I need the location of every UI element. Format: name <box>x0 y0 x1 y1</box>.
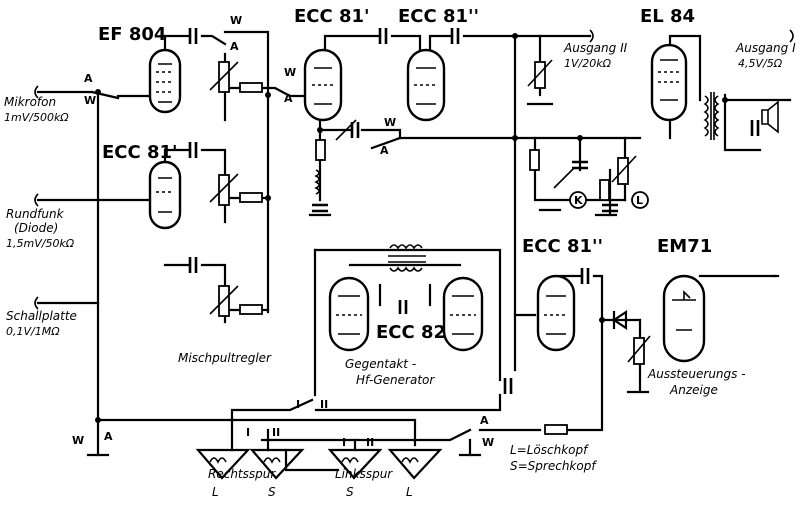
label-schallplatte-spec: 0,1V/1MΩ <box>6 325 60 338</box>
tape-heads <box>195 448 443 480</box>
k-marker-label: K <box>574 194 583 207</box>
jacks <box>34 29 794 310</box>
head-l-left <box>387 448 443 480</box>
label-ef804: EF 804 <box>98 24 166 45</box>
tube-ecc81-3 <box>536 274 576 352</box>
sw-label-ii2: II <box>272 426 280 439</box>
head-label-l1: L <box>212 485 219 499</box>
label-rundfunk-spec: 1,5mV/50kΩ <box>6 237 75 250</box>
tube-ecc81-mix <box>148 160 182 230</box>
misc-components: K L <box>569 191 649 331</box>
sw-label-w6: W <box>482 436 494 449</box>
label-rundfunk-sub: (Diode) <box>14 221 58 235</box>
sw-label-ii1: II <box>320 398 328 411</box>
label-ausgang1-spec: 4,5V/5Ω <box>738 57 783 70</box>
label-gegentakt: Gegentakt - <box>345 357 416 371</box>
label-ecc81-1: ECC 81' <box>294 6 370 27</box>
label-el84: EL 84 <box>640 6 695 27</box>
sw-label-i1: I <box>296 398 300 411</box>
tube-ecc82-right <box>442 276 484 352</box>
label-mischpultregler: Mischpultregler <box>178 351 272 365</box>
sw-label-i3: I <box>342 436 346 449</box>
head-s-left <box>327 448 383 480</box>
sw-label-a5: A <box>104 430 113 443</box>
label-hf-generator: Hf-Generator <box>356 373 435 387</box>
tubes-group <box>148 43 706 363</box>
tube-ef804 <box>148 48 182 114</box>
sw-label-a2: A <box>230 40 239 53</box>
label-loeschkopf: L=Löschkopf <box>510 443 589 457</box>
label-ecc81-3: ECC 81'' <box>522 236 603 257</box>
tube-el84 <box>650 43 688 122</box>
label-ecc81-mix: ECC 81' <box>102 142 178 163</box>
sw-label-a4: A <box>380 144 389 157</box>
sw-label-w5: W <box>72 434 84 447</box>
label-schallplatte: Schallplatte <box>6 309 77 323</box>
sw-label-w3: W <box>284 66 296 79</box>
l-marker <box>631 191 649 209</box>
label-em71: EM71 <box>657 236 712 257</box>
head-label-l2: L <box>406 485 413 499</box>
label-mikrofon: Mikrofon <box>4 95 56 109</box>
sw-label-a1: A <box>84 72 93 85</box>
l-marker-label: L <box>636 194 643 207</box>
sw-label-a3: A <box>284 92 293 105</box>
label-ecc82: ECC 82 <box>376 322 446 343</box>
label-linksspur: Linksspur <box>335 467 393 481</box>
coils <box>314 92 779 272</box>
tube-em71 <box>662 274 706 363</box>
k-marker <box>569 191 587 209</box>
sw-label-w2: W <box>230 14 242 27</box>
sw-label-w1: W <box>84 94 96 107</box>
label-ausgang2: Ausgang II <box>563 41 628 55</box>
capacitors <box>188 28 760 394</box>
resistors <box>209 59 651 435</box>
label-ausgang1: Ausgang I <box>735 41 796 55</box>
sw-label-ii3: II <box>366 436 374 449</box>
grounds <box>86 102 780 457</box>
head-label-s1: S <box>268 485 276 499</box>
label-aussteuerungs: Aussteuerungs - <box>647 367 746 381</box>
head-l-right <box>195 448 251 480</box>
sw-label-i2: I <box>246 426 250 439</box>
label-ecc81-2: ECC 81'' <box>398 6 479 27</box>
head-s-right <box>249 448 305 480</box>
head-label-s2: S <box>346 485 354 499</box>
label-rechtsspur: Rechtsspur <box>208 467 276 481</box>
label-mikrofon-spec: 1mV/500kΩ <box>4 111 69 124</box>
tube-ecc82-left <box>328 276 370 352</box>
sw-label-w4: W <box>384 116 396 129</box>
tube-ecc81-1 <box>303 48 343 122</box>
label-anzeige: Anzeige <box>669 383 718 397</box>
label-sprechkopf: S=Sprechkopf <box>510 459 597 473</box>
sw-label-a6: A <box>480 414 489 427</box>
junction-dots <box>95 33 728 423</box>
label-rundfunk: Rundfunk <box>6 207 65 221</box>
label-ausgang2-spec: 1V/20kΩ <box>564 57 612 70</box>
